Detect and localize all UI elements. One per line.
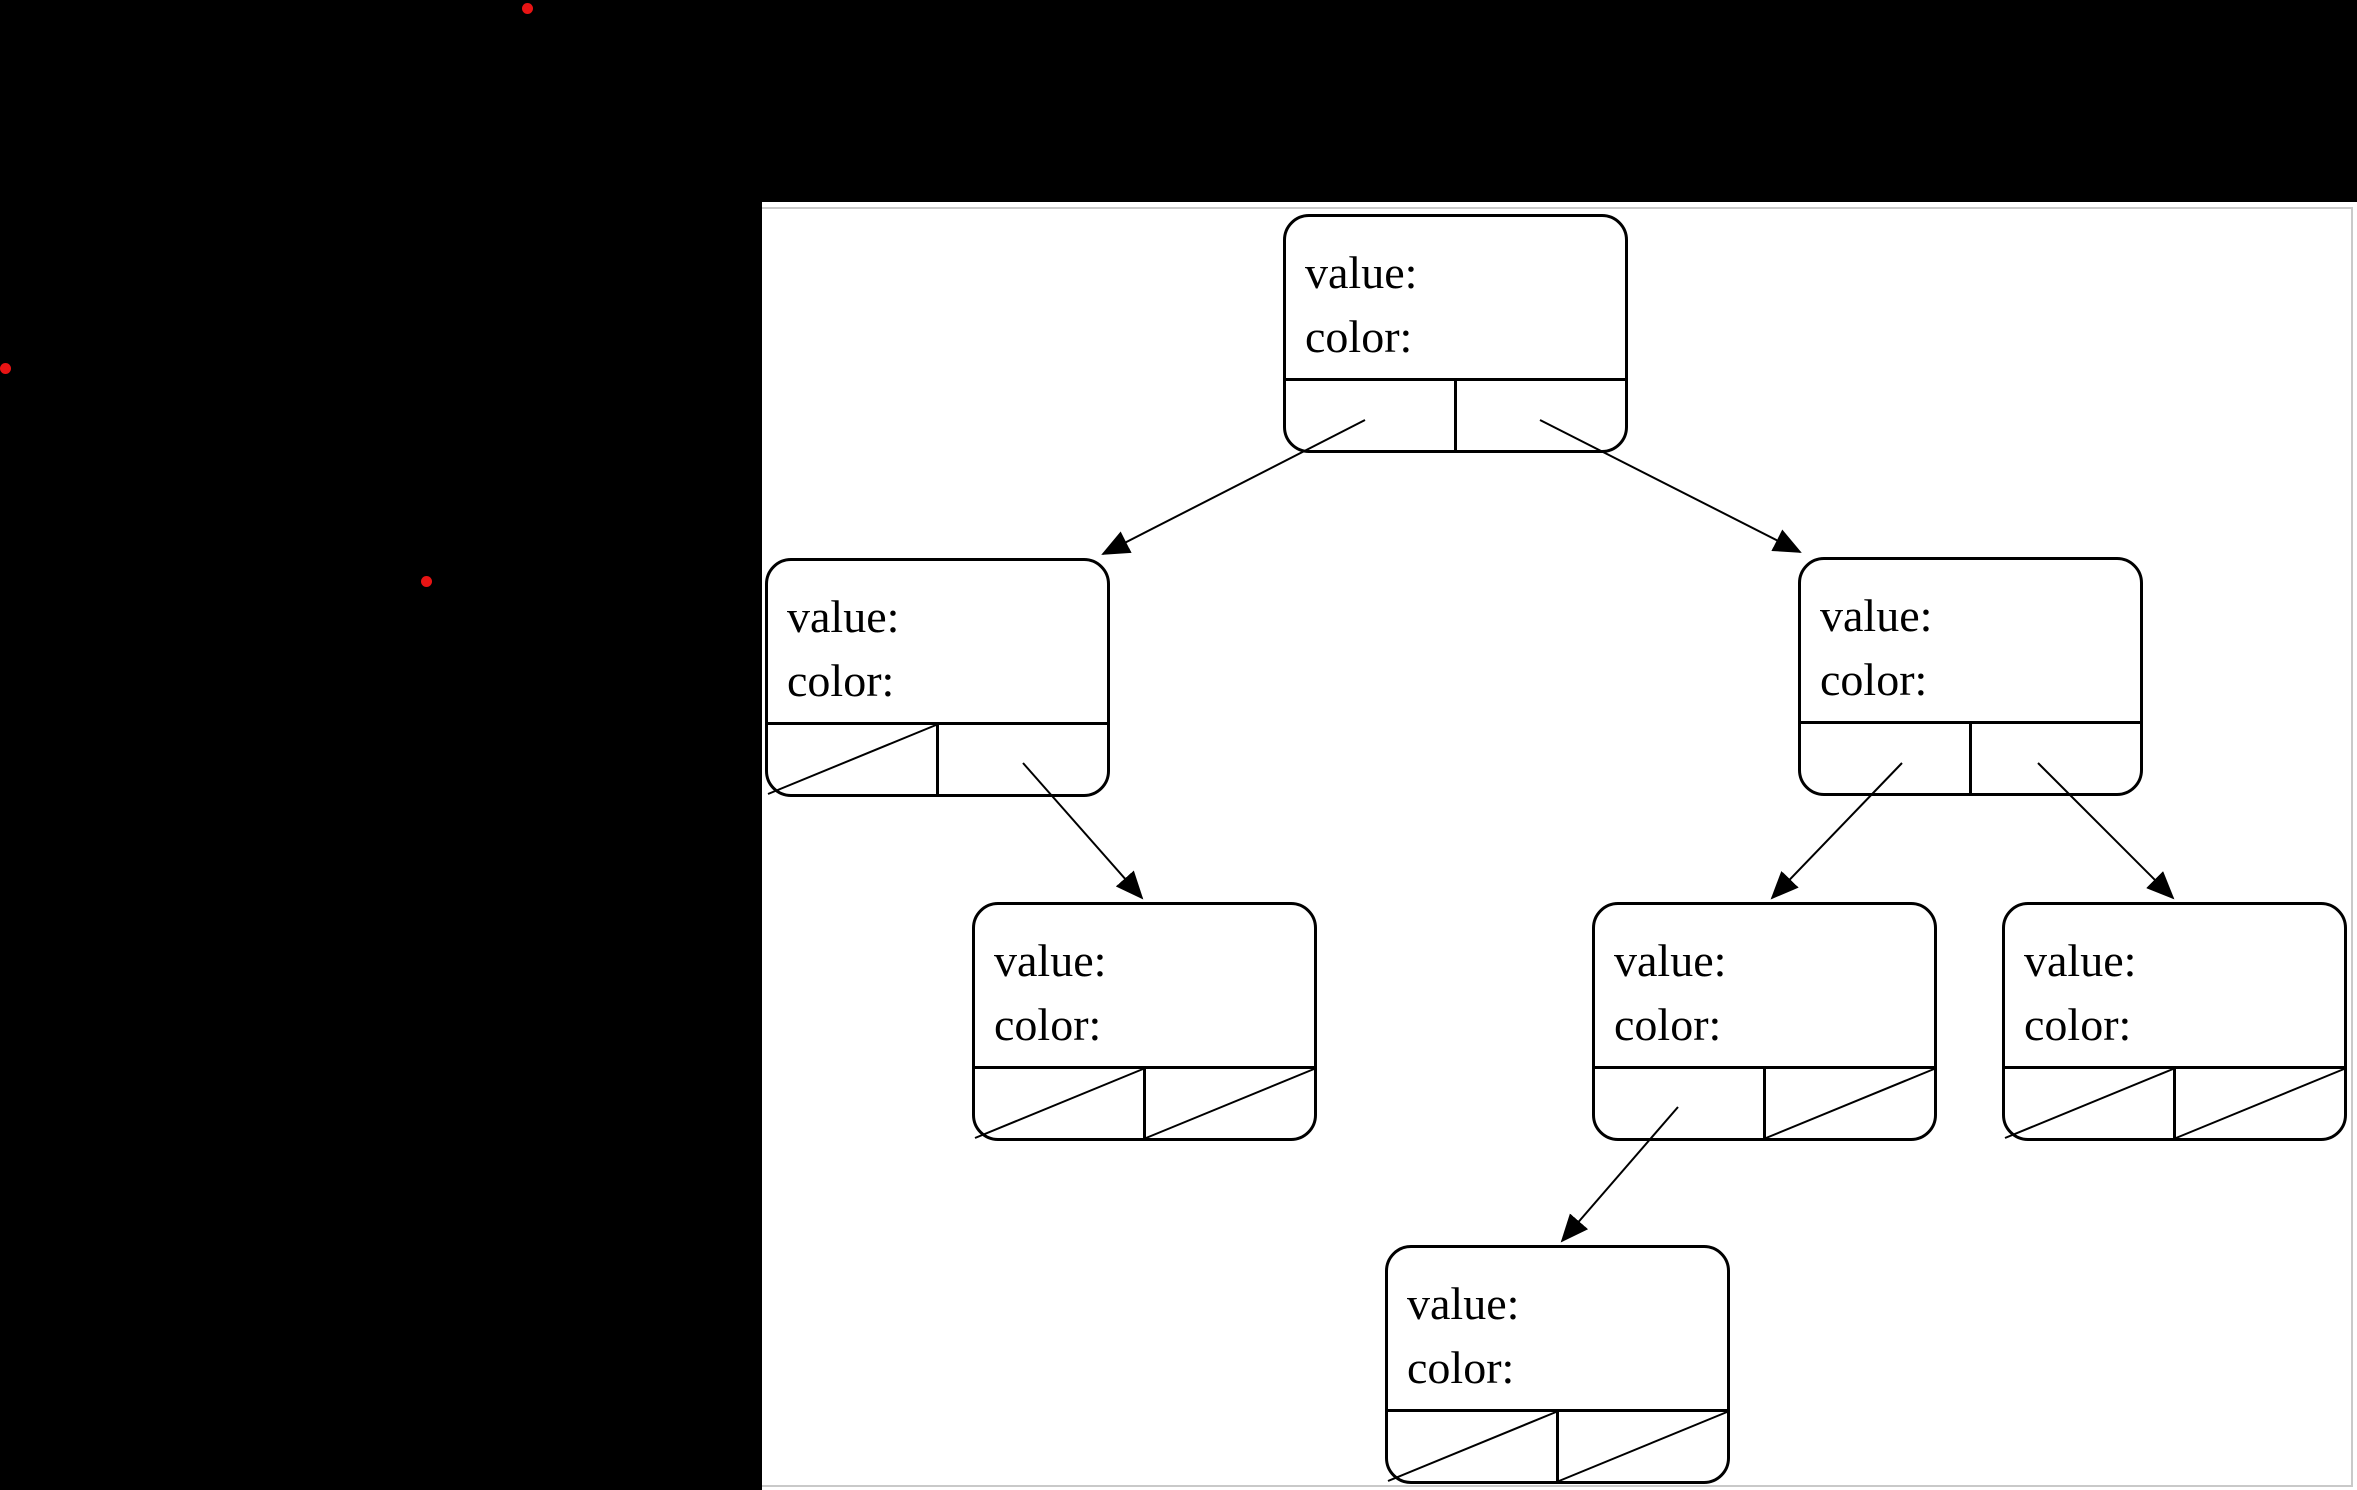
tree-node-left: value: color: xyxy=(765,558,1110,797)
left-pointer-cell xyxy=(768,725,939,794)
null-pointer-diagonal-icon xyxy=(1388,1412,1556,1481)
node-labels: value: color: xyxy=(1801,560,2140,721)
tree-node-right-left-left: value: color: xyxy=(1385,1245,1730,1484)
right-pointer-cell xyxy=(1559,1412,1727,1481)
red-dot-1 xyxy=(522,3,533,14)
left-pointer-cell xyxy=(1595,1069,1766,1138)
right-pointer-cell xyxy=(1766,1069,1934,1138)
tree-node-left-right: value: color: xyxy=(972,902,1317,1141)
color-label: color: xyxy=(1614,999,1722,1050)
null-pointer-diagonal-icon xyxy=(975,1069,1143,1138)
right-pointer-cell xyxy=(1972,724,2140,793)
node-labels: value: color: xyxy=(1595,905,1934,1066)
left-pointer-cell xyxy=(1388,1412,1559,1481)
value-label: value: xyxy=(2024,935,2137,986)
pointer-cells xyxy=(1595,1066,1934,1138)
red-dot-3 xyxy=(421,576,432,587)
color-label: color: xyxy=(1820,654,1928,705)
null-pointer-diagonal-icon xyxy=(2176,1069,2344,1138)
node-labels: value: color: xyxy=(768,561,1107,722)
tree-node-right-left: value: color: xyxy=(1592,902,1937,1141)
pointer-cells xyxy=(2005,1066,2344,1138)
color-label: color: xyxy=(994,999,1102,1050)
null-pointer-diagonal-icon xyxy=(2005,1069,2173,1138)
null-pointer-diagonal-icon xyxy=(1146,1069,1314,1138)
color-label: color: xyxy=(2024,999,2132,1050)
pointer-cells xyxy=(768,722,1107,794)
tree-node-right: value: color: xyxy=(1798,557,2143,796)
value-label: value: xyxy=(994,935,1107,986)
tree-node-root: value: color: xyxy=(1283,214,1628,453)
document-page: value: color: value: color: xyxy=(762,202,2357,1490)
color-label: color: xyxy=(1305,311,1413,362)
right-pointer-cell xyxy=(2176,1069,2344,1138)
node-labels: value: color: xyxy=(1286,217,1625,378)
right-pointer-cell xyxy=(1457,381,1625,450)
red-dot-2 xyxy=(0,363,11,374)
left-pointer-cell xyxy=(1801,724,1972,793)
tree-node-right-right: value: color: xyxy=(2002,902,2347,1141)
node-labels: value: color: xyxy=(2005,905,2344,1066)
null-pointer-diagonal-icon xyxy=(1559,1412,1727,1481)
right-pointer-cell xyxy=(939,725,1107,794)
null-pointer-diagonal-icon xyxy=(1766,1069,1934,1138)
value-label: value: xyxy=(1305,247,1418,298)
left-pointer-cell xyxy=(1286,381,1457,450)
page-border xyxy=(762,207,2353,1487)
pointer-cells xyxy=(1801,721,2140,793)
color-label: color: xyxy=(1407,1342,1515,1393)
node-labels: value: color: xyxy=(975,905,1314,1066)
right-pointer-cell xyxy=(1146,1069,1314,1138)
left-pointer-cell xyxy=(2005,1069,2176,1138)
pointer-cells xyxy=(975,1066,1314,1138)
pointer-cells xyxy=(1388,1409,1727,1481)
color-label: color: xyxy=(787,655,895,706)
node-labels: value: color: xyxy=(1388,1248,1727,1409)
null-pointer-diagonal-icon xyxy=(768,725,936,794)
value-label: value: xyxy=(1820,590,1933,641)
value-label: value: xyxy=(1614,935,1727,986)
value-label: value: xyxy=(787,591,900,642)
value-label: value: xyxy=(1407,1278,1520,1329)
left-pointer-cell xyxy=(975,1069,1146,1138)
pointer-cells xyxy=(1286,378,1625,450)
